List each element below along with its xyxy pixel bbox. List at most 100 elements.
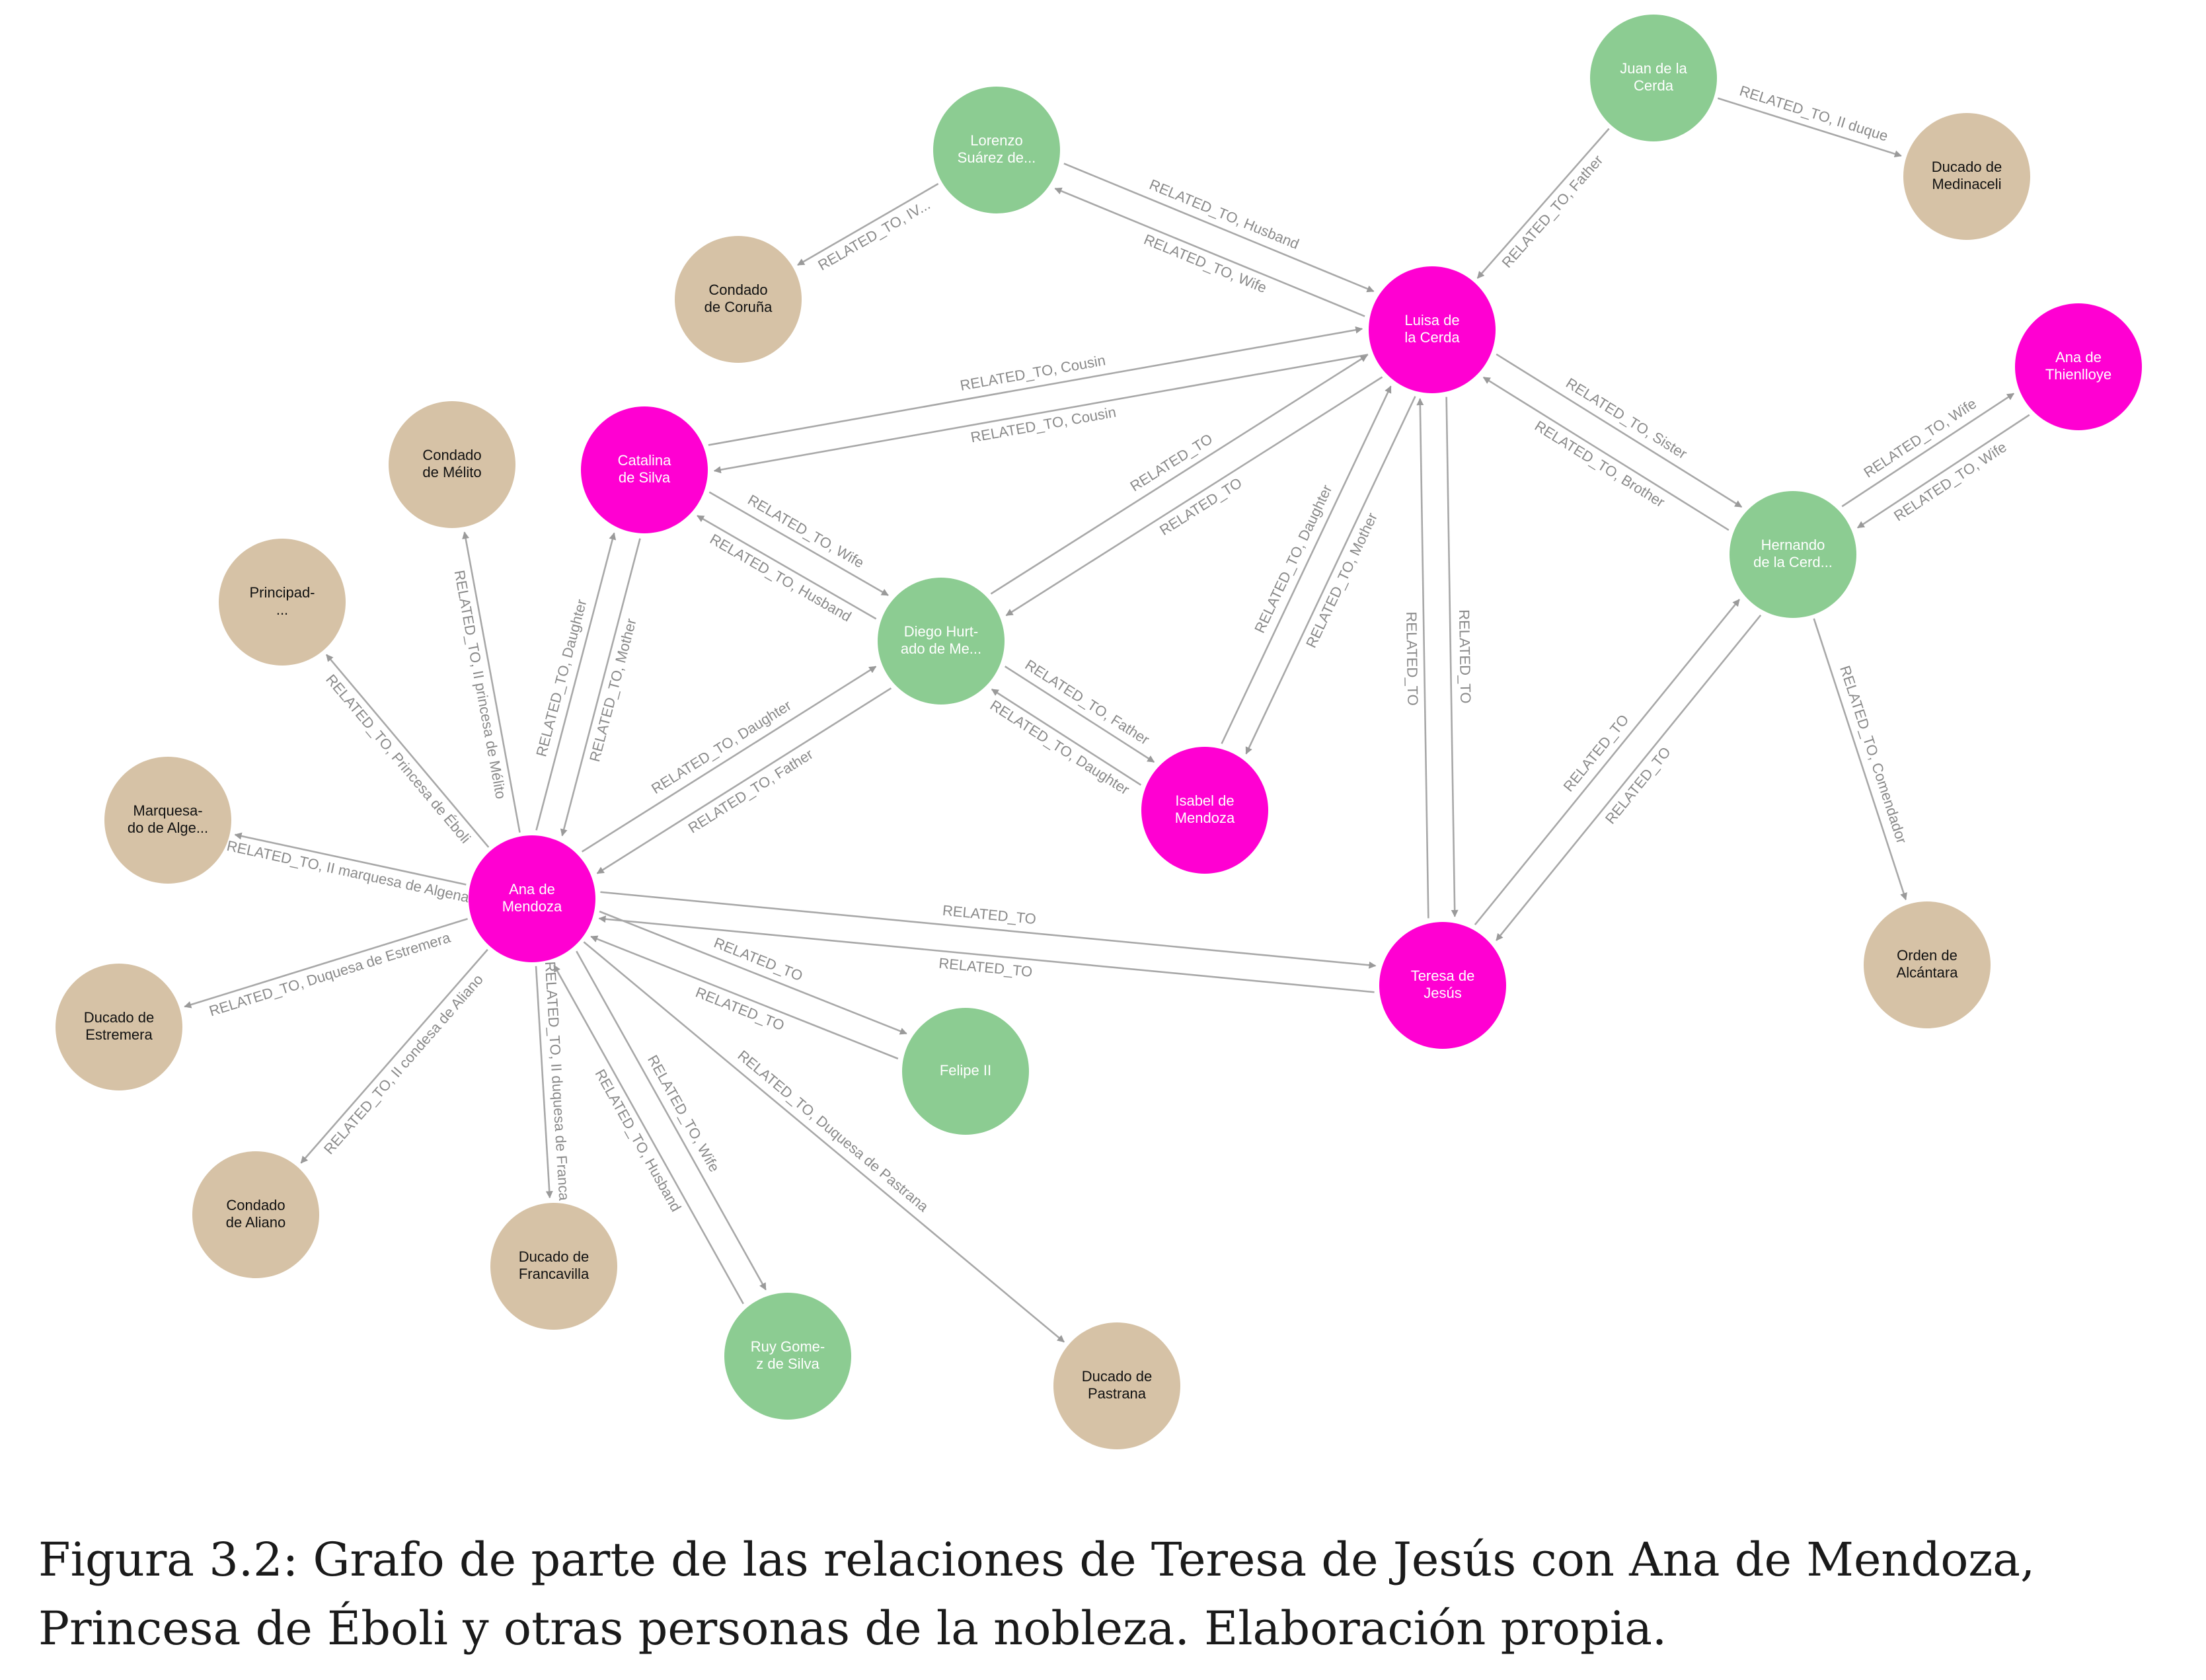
edge-label: RELATED_TO: [942, 902, 1037, 927]
node-label: ado de Me...: [901, 640, 981, 657]
node-circle: [104, 757, 231, 884]
edge-line: [535, 532, 617, 831]
node-circle: [1730, 491, 1856, 618]
node-label: Condado: [422, 447, 481, 463]
edge-teresa-to-hernando: RELATED_TO: [1474, 599, 1740, 926]
node-label: Francavilla: [519, 1266, 590, 1282]
edge-line: [1416, 398, 1429, 919]
node-circle: [2015, 303, 2142, 430]
relationship-graph: RELATED_TO, IV...RELATED_TO, HusbandRELA…: [56, 15, 2142, 1449]
node-label: Lorenzo: [970, 132, 1023, 149]
edge-line: [797, 182, 939, 266]
edge-line: [553, 964, 744, 1305]
edge-line: [1005, 376, 1383, 617]
node-label: Estremera: [85, 1026, 153, 1043]
edge-line: [1476, 128, 1610, 279]
node-circle: [1379, 922, 1506, 1049]
node-circle: [1864, 901, 1991, 1028]
edge-line: [991, 688, 1142, 786]
node-label: Principad-: [249, 584, 315, 601]
node-label: Ducado de: [519, 1248, 589, 1265]
node-circle: [581, 406, 708, 533]
node-label: de la Cerd...: [1753, 554, 1833, 570]
node-label: de Mélito: [422, 464, 481, 480]
node-label: Isabel de: [1175, 792, 1234, 809]
edge-line: [1221, 385, 1392, 744]
edge-hernando-to-alcantara: RELATED_TO, Comendador: [1813, 618, 1910, 901]
edge-line: [600, 891, 1377, 969]
node-circle: [469, 835, 595, 962]
edge-isabel-to-diego: RELATED_TO, Daughter: [987, 688, 1142, 798]
node-label: Ducado de: [1082, 1368, 1152, 1385]
edge-label: RELATED_TO, II princesa de Mélito: [451, 569, 510, 800]
node-label: Ana de: [2055, 349, 2102, 365]
edge-diego-to-ana: RELATED_TO, Father: [596, 687, 892, 874]
node-label: Teresa de: [1411, 968, 1475, 984]
edge-ana-to-francavilla: RELATED_TO, II duquesa de Franca: [535, 961, 572, 1202]
edge-diego-to-luisa: RELATED_TO: [990, 354, 1368, 595]
node-label: do de Alge...: [128, 820, 208, 836]
edge-ana-to-melito: RELATED_TO, II princesa de Mélito: [451, 531, 521, 833]
node-circle: [1141, 747, 1268, 874]
edge-label: RELATED_TO, II duque: [1737, 83, 1890, 145]
edge-line: [581, 666, 877, 853]
node-label: Felipe II: [940, 1062, 991, 1079]
edge-line: [708, 491, 889, 596]
node-circle: [933, 87, 1060, 213]
edge-ana-to-diego: RELATED_TO, Daughter: [581, 666, 877, 853]
edge-line: [990, 354, 1368, 595]
edge-ana-to-pastrana: RELATED_TO, Duquesa de Pastrana: [583, 941, 1065, 1343]
edge-label: RELATED_TO, Father: [1499, 152, 1607, 271]
node-label: Ducado de: [84, 1009, 154, 1026]
edge-line: [1054, 187, 1365, 317]
edge-label: RELATED_TO: [1456, 609, 1474, 704]
node-circle: [56, 964, 182, 1090]
node-circle: [675, 236, 802, 363]
node-label: Alcántara: [1897, 964, 1959, 981]
node-label: Hernando: [1761, 537, 1825, 553]
edge-label: RELATED_TO, II duquesa de Franca: [542, 961, 572, 1202]
node-label: Ana de: [509, 881, 555, 897]
node-label: de Aliano: [226, 1214, 286, 1231]
node-circle: [1369, 266, 1496, 393]
edge-line: [1813, 618, 1907, 901]
edge-line: [713, 354, 1369, 474]
edge-label: RELATED_TO, Mother: [586, 617, 640, 763]
edge-line: [535, 966, 553, 1199]
node-label: z de Silva: [756, 1355, 819, 1372]
edge-line: [1856, 414, 2030, 529]
node-label: Diego Hurt-: [904, 623, 978, 640]
edge-juan-to-luisa: RELATED_TO, Father: [1476, 128, 1610, 279]
node-label: Ruy Gome-: [751, 1338, 825, 1355]
edge-line: [1004, 666, 1155, 763]
edge-line: [1482, 376, 1730, 531]
edge-label: RELATED_TO: [1127, 430, 1216, 494]
edge-line: [590, 935, 899, 1060]
node-label: Jesús: [1424, 985, 1461, 1001]
edge-line: [1496, 614, 1762, 941]
edge-hernando-to-teresa: RELATED_TO: [1496, 614, 1762, 941]
edge-line: [1063, 163, 1375, 293]
edge-line: [1245, 396, 1416, 755]
edge-label: RELATED_TO, Duquesa de Estremera: [207, 929, 453, 1020]
edge-lorenzo-to-coruna: RELATED_TO, IV...: [797, 182, 939, 274]
figure-caption: Figura 3.2: Grafo de parte de las relaci…: [38, 1533, 2035, 1656]
node-label: Condado: [708, 282, 767, 298]
edge-ana-to-estremera: RELATED_TO, Duquesa de Estremera: [184, 917, 468, 1020]
edge-luisa-to-isabel: RELATED_TO, Mother: [1245, 396, 1416, 755]
edge-label: RELATED_TO, Comendador: [1837, 664, 1910, 845]
node-circle: [192, 1151, 319, 1278]
node-label: Mendoza: [502, 898, 562, 915]
edges-layer: RELATED_TO, IV...RELATED_TO, HusbandRELA…: [184, 83, 2030, 1343]
node-circle: [878, 578, 1005, 705]
edge-juan-to-medinaceli: RELATED_TO, II duque: [1717, 83, 1902, 158]
edge-label: RELATED_TO: [1157, 475, 1245, 539]
